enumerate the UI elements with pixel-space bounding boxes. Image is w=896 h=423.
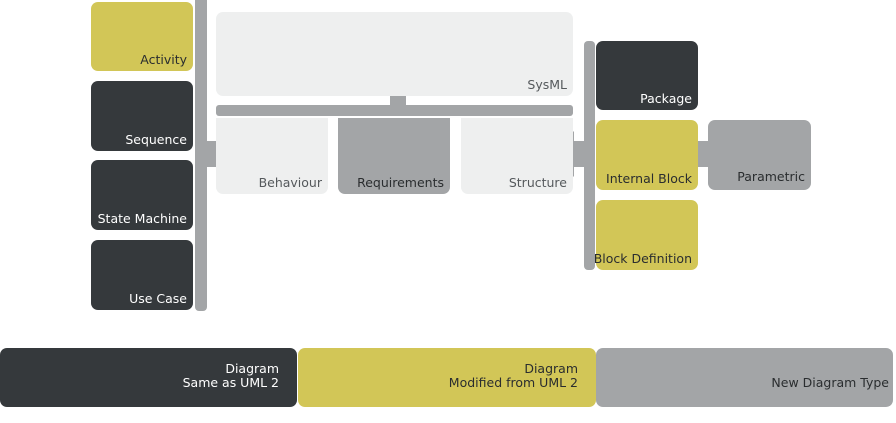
legend-same-text: Diagram Same as UML 2	[183, 362, 279, 390]
structure-vertical-bar	[584, 41, 595, 270]
package-diagram-box: Package	[596, 41, 698, 110]
internal-block-label: Internal Block	[606, 171, 692, 186]
state-machine-label: State Machine	[97, 211, 187, 226]
behaviour-vertical-bar	[195, 0, 207, 311]
legend-same-line2: Same as UML 2	[182, 375, 279, 390]
use-case-label: Use Case	[129, 291, 187, 306]
internal-block-diagram-box: Internal Block	[596, 120, 698, 190]
sysml-box: SysML	[216, 12, 573, 96]
block-definition-diagram-box: Block Definition	[593, 200, 698, 270]
legend-modified-text: Diagram Modified from UML 2	[449, 362, 578, 390]
block-definition-label: Block Definition	[593, 251, 692, 266]
legend-same-line1: Diagram	[225, 361, 279, 376]
sequence-label: Sequence	[125, 132, 187, 147]
legend-same-as-uml2: Diagram Same as UML 2	[0, 348, 297, 407]
requirements-label: Requirements	[357, 175, 444, 190]
structure-label: Structure	[508, 175, 567, 190]
parametric-label: Parametric	[737, 169, 805, 184]
package-label: Package	[640, 91, 692, 106]
activity-diagram-box: Activity	[91, 2, 193, 71]
state-machine-diagram-box: State Machine	[91, 160, 193, 230]
requirements-box: Requirements	[338, 118, 450, 194]
legend-new-line1: New Diagram Type	[771, 375, 889, 390]
structure-box: Structure	[461, 118, 573, 194]
legend-new-diagram-type: New Diagram Type	[596, 348, 893, 407]
sequence-diagram-box: Sequence	[91, 81, 193, 151]
legend-new-text: New Diagram Type	[771, 376, 889, 390]
sysml-label: SysML	[527, 77, 567, 92]
use-case-diagram-box: Use Case	[91, 240, 193, 310]
category-connector-bar	[216, 105, 573, 116]
legend-modified-line2: Modified from UML 2	[448, 375, 578, 390]
behaviour-label: Behaviour	[258, 175, 322, 190]
legend-modified-from-uml2: Diagram Modified from UML 2	[298, 348, 596, 407]
behaviour-box: Behaviour	[216, 118, 328, 194]
parametric-diagram-box: Parametric	[708, 120, 811, 190]
legend-modified-line1: Diagram	[524, 361, 578, 376]
activity-label: Activity	[140, 52, 187, 67]
